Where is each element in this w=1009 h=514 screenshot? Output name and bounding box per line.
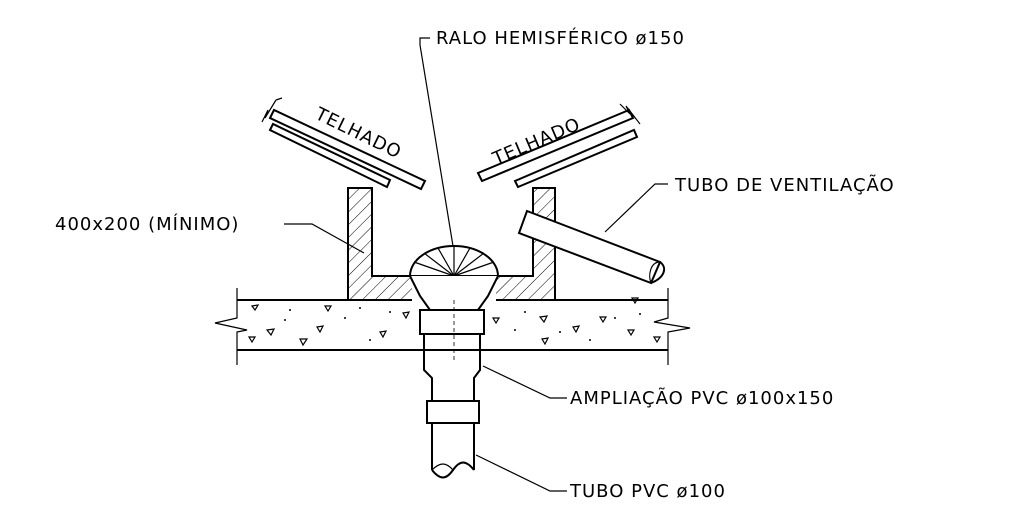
roof-right — [476, 103, 641, 189]
gutter-size-label: 400x200 (MÍNIMO) — [55, 213, 239, 235]
roof-left — [261, 97, 427, 191]
leader-lines — [284, 37, 668, 492]
pipe-system — [419, 300, 485, 479]
aggregate-dots — [284, 307, 641, 341]
reducer-label: AMPLIAÇÃO PVC ø100x150 — [570, 387, 834, 409]
vent-pipe-label: TUBO DE VENTILAÇÃO — [674, 174, 895, 196]
drain-label: RALO HEMISFÉRICO ø150 — [436, 27, 685, 49]
ventilation-pipe — [517, 209, 666, 285]
down-pipe-label: TUBO PVC ø100 — [569, 481, 726, 502]
hemispherical-drain — [408, 245, 500, 311]
aggregate-marks — [247, 297, 662, 347]
